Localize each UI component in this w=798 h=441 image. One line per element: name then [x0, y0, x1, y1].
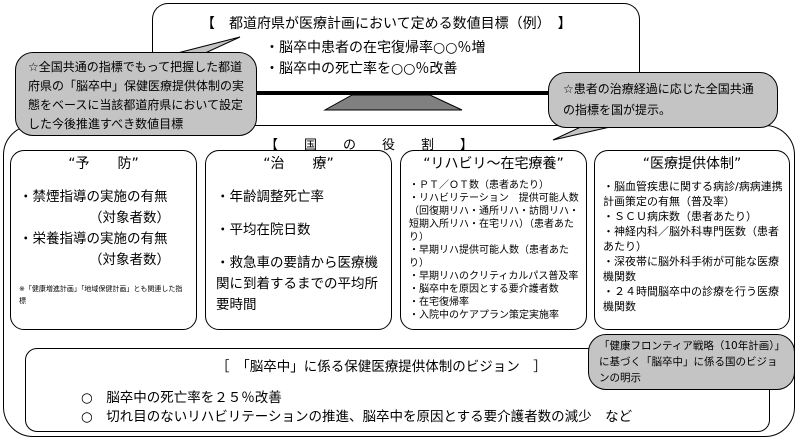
national-role-heading: 【 国 の 役 割 】	[265, 138, 474, 153]
column-prevention: “予 防” ・禁煙指導の実施の有無 （対象者数） ・栄養指導の実施の有無 （対象…	[10, 150, 197, 330]
prefecture-targets-list: ・脳卒中患者の在宅復帰率○○％増 ・脳卒中の死亡率を○○％改善	[265, 38, 485, 80]
vision-title: ［ 「脳卒中」に係る保健医療提供体制のビジョン ］	[216, 359, 547, 375]
indicator-item: ・早期リハ提供可能人数（患者あたり）	[409, 245, 569, 269]
vision-list: ○ 脳卒中の死亡率を２５％改善 ○ 切れ目のないリハビリテーションの推進、脳卒中…	[81, 389, 632, 427]
column-title: “リハビリ～在宅療養”	[423, 156, 564, 172]
column-rehab-home-care: “リハビリ～在宅療養” ・ＰＴ／ＯＴ数（患者あたり） ・リハビリテーション 提供…	[400, 150, 587, 330]
indicator-item: ・神経内科／脳外科専門医数（患者あたり）	[603, 225, 779, 253]
indicator-item: ・ＰＴ／ＯＴ数（患者あたり）	[409, 180, 549, 191]
column-note: ※「健康増進計画」「地域保健計画」とも関連した指標	[19, 285, 183, 305]
indicator-item: ・脳血管疾患に関する病診/病病連携計画策定の有無（普及率）	[603, 180, 783, 208]
indicator-item: ・入院中のケアプラン策定実施率	[409, 310, 559, 321]
indicator-item: ・早期リハのクリティカルパス普及率	[409, 271, 579, 282]
target-item: ・脳卒中患者の在宅復帰率○○％増	[265, 40, 486, 56]
target-item: ・脳卒中の死亡率を○○％改善	[265, 61, 458, 77]
indicator-item: ・禁煙指導の実施の有無	[19, 189, 168, 205]
column-title: “医療提供体制”	[642, 156, 742, 172]
column-title: “治 療”	[263, 156, 334, 172]
callout-bottom: 「健康フロンティア戦略（10年計画）」に基づく「脳卒中」に係る国のビジョンの明示	[588, 334, 795, 390]
indicator-item: ・ＳＣＵ病床数（患者あたり）	[603, 210, 757, 223]
column-treatment: “治 療” ・年齢調整死亡率 ・平均在院日数 ・救急車の要請から医療機関に到着す…	[205, 150, 392, 330]
vision-item: ○ 脳卒中の死亡率を２５％改善	[81, 390, 282, 406]
indicator-item: ・在宅復帰率	[409, 297, 469, 308]
indicator-item: ・脳卒中を原因とする要介護者数	[409, 284, 559, 295]
callout-left: ☆全国共通の指標でもって把握した都道府県の「脳卒中」保健医療提供体制の実態をベー…	[15, 52, 257, 136]
indicator-item: ・リハビリテーション 提供可能人数（回復期リハ・通所リハ・訪問リハ・短期入所リハ…	[409, 193, 579, 243]
indicator-item: ・深夜帯に脳外科手術が可能な医療機関数	[603, 255, 779, 283]
indicator-item: ・２４時間脳卒中の診療を行う医療機関数	[603, 285, 779, 313]
indicator-item: ・救急車の要請から医療機関に到着するまでの平均所要時間	[216, 255, 378, 313]
indicator-item: ・栄養指導の実施の有無	[19, 231, 168, 247]
column-title: “予 防”	[68, 156, 139, 172]
prefecture-targets-title: 【 都道府県が医療計画において定める数値目標（例） 】	[201, 16, 572, 32]
vision-item: ○ 切れ目のないリハビリテーションの推進、脳卒中を原因とする要介護者数の減少 な…	[81, 409, 633, 425]
divider-bar	[95, 91, 640, 95]
callout-right: ☆患者の治療経過に応じた全国共通の指標を国が提示。	[548, 72, 778, 128]
funnel-shape	[323, 94, 463, 111]
indicator-item: ・年齢調整死亡率	[216, 189, 324, 205]
column-care-system: “医療提供体制” ・脳血管疾患に関する病診/病病連携計画策定の有無（普及率） ・…	[594, 150, 790, 330]
indicator-item: ・平均在院日数	[216, 222, 311, 238]
indicator-item: （対象者数）	[89, 252, 170, 268]
indicator-item: （対象者数）	[89, 210, 170, 226]
